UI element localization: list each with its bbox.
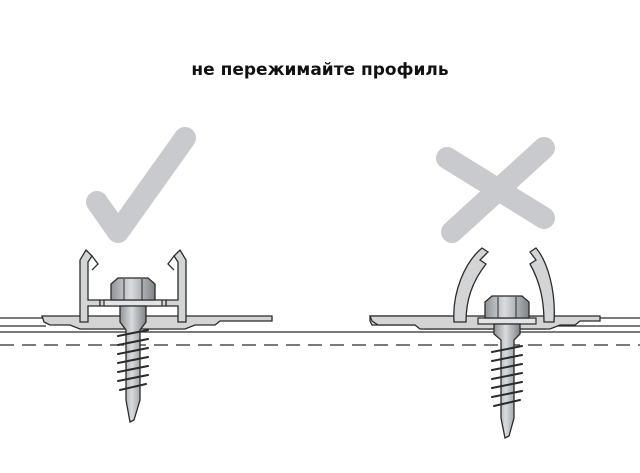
correct-installation-panel <box>0 127 640 423</box>
screw-head-right <box>484 295 530 319</box>
washer <box>103 299 163 307</box>
check-icon <box>86 127 196 243</box>
base-profile <box>41 315 273 330</box>
incorrect-installation-panel <box>369 137 601 439</box>
self-tapping-screw-right <box>491 323 523 439</box>
cover-profile-right-leg <box>165 248 187 323</box>
deformed-left-leg <box>453 247 490 323</box>
deformed-right-leg <box>529 247 555 323</box>
cover-profile-left-leg <box>79 248 101 323</box>
instruction-caption: не пережимайте профиль <box>191 60 449 80</box>
self-tapping-screw <box>117 305 149 423</box>
washer-right <box>477 317 537 325</box>
screw-head <box>110 277 156 301</box>
cross-icon <box>436 137 555 243</box>
